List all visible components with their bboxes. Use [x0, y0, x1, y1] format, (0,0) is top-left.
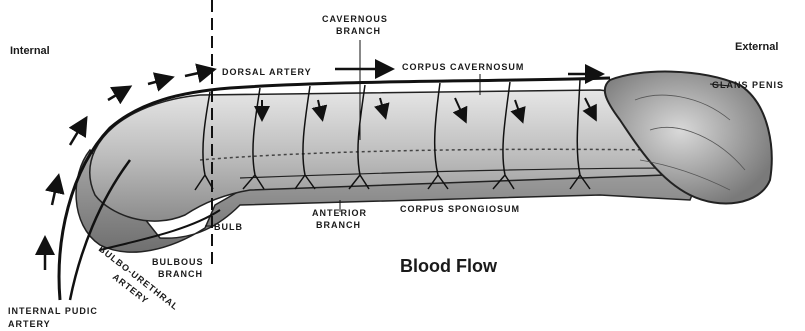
label-internal-pudic-2: ARTERY [8, 319, 51, 329]
label-glans-penis: GLANS PENIS [712, 80, 784, 90]
label-anterior-branch-1: ANTERIOR [312, 208, 367, 218]
label-cavernous-branch-2: BRANCH [336, 26, 381, 36]
label-bulbous-branch-2: BRANCH [158, 269, 203, 279]
label-bulb: BULB [214, 222, 243, 232]
label-anterior-branch-2: BRANCH [316, 220, 361, 230]
diagram-title: Blood Flow [400, 256, 498, 276]
label-internal: Internal [10, 45, 50, 57]
label-dorsal-artery: DORSAL ARTERY [222, 67, 312, 77]
label-bulbous-branch-1: BULBOUS [152, 257, 204, 267]
label-cavernous-branch-1: CAVERNOUS [322, 14, 388, 24]
label-internal-pudic-1: INTERNAL PUDIC [8, 306, 98, 316]
label-corpus-cavernosum: CORPUS CAVERNOSUM [402, 62, 524, 72]
label-external: External [735, 41, 778, 53]
label-corpus-spongiosum: CORPUS SPONGIOSUM [400, 204, 520, 214]
